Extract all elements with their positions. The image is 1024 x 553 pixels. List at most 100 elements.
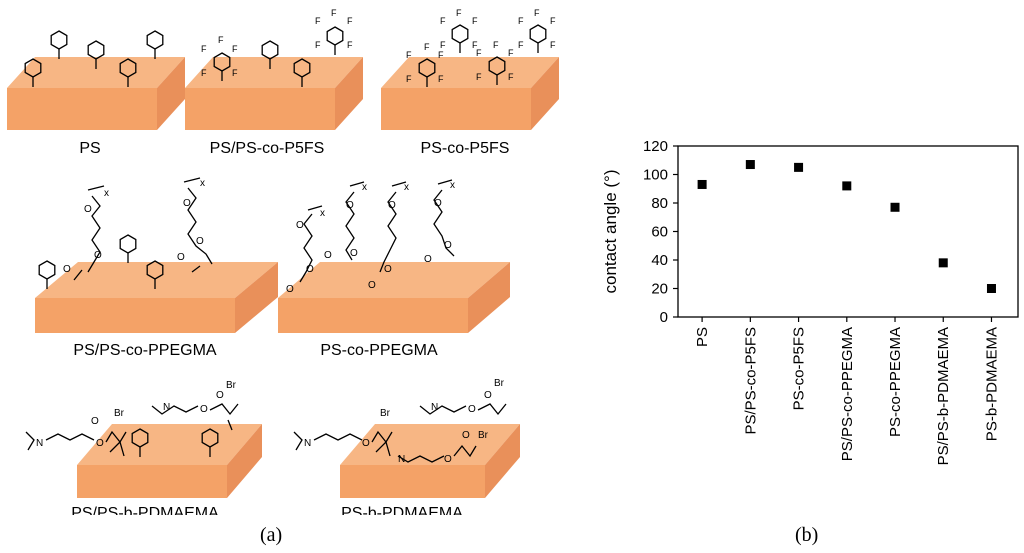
x-tick-label: PS-co-P5FS bbox=[791, 327, 808, 410]
atom-label-o: O bbox=[84, 204, 92, 215]
atom-label-br: Br bbox=[494, 378, 505, 389]
atom-label-o: O bbox=[324, 250, 332, 261]
atom-label-f: F bbox=[472, 16, 478, 26]
peg-chains-ps-co-ppegma bbox=[299, 179, 455, 283]
label-ps-co-p5fs: PS-co-P5FS bbox=[421, 140, 510, 157]
atom-label-n: N bbox=[163, 402, 170, 413]
atom-label-o: O bbox=[444, 240, 452, 251]
dmaema-atoms-ps-b-pdmaema: N O Br N O O Br N O O Br bbox=[304, 378, 505, 465]
atom-label-o: O bbox=[177, 252, 185, 263]
atom-label-x: x bbox=[104, 188, 109, 199]
phenyl-groups-ps bbox=[24, 30, 164, 87]
panel-label-b: (b) bbox=[795, 524, 819, 546]
atom-label-f: F bbox=[232, 44, 238, 54]
atom-label-f: F bbox=[550, 16, 556, 26]
atom-label-br: Br bbox=[380, 408, 391, 419]
atom-label-f: F bbox=[201, 68, 207, 78]
x-tick-label: PS-b-PDMAEMA bbox=[983, 327, 1000, 441]
atom-label-f: F bbox=[347, 16, 353, 26]
atom-label-o: O bbox=[216, 390, 224, 401]
data-point bbox=[842, 181, 852, 191]
atom-label-f: F bbox=[440, 40, 446, 50]
atom-label-n: N bbox=[431, 402, 438, 413]
data-point bbox=[794, 162, 804, 172]
slab-ps-ps-b-pdmaema bbox=[77, 424, 262, 498]
atom-label-o: O bbox=[306, 264, 314, 275]
atom-label-o: O bbox=[350, 248, 358, 259]
atom-label-br: Br bbox=[478, 430, 489, 441]
y-tick-label: 0 bbox=[660, 309, 668, 326]
atom-label-o: O bbox=[362, 438, 370, 449]
y-tick-label: 20 bbox=[651, 281, 668, 298]
atom-label-o: O bbox=[94, 250, 102, 261]
atom-label-x: x bbox=[320, 208, 325, 219]
atom-label-f: F bbox=[518, 16, 524, 26]
atom-label-n: N bbox=[36, 438, 43, 449]
atom-label-o: O bbox=[346, 200, 354, 211]
atom-label-o: O bbox=[368, 280, 376, 291]
label-ps-co-ppegma: PS-co-PPEGMA bbox=[320, 342, 438, 359]
atom-label-f: F bbox=[347, 40, 353, 50]
x-tick-label: PS/PS-co-PPEGMA bbox=[839, 327, 856, 461]
peg-atoms-ps-co-ppegma: O O O x O O O x O O O x O O O x bbox=[286, 180, 455, 295]
atom-label-f: F bbox=[508, 72, 514, 82]
slab-ps-co-p5fs bbox=[381, 57, 559, 130]
slab-ps bbox=[7, 57, 185, 130]
y-tick-label: 60 bbox=[651, 224, 668, 241]
atom-label-o: O bbox=[384, 264, 392, 275]
atom-label-o: O bbox=[296, 220, 304, 231]
atom-label-f: F bbox=[456, 8, 462, 18]
chart-marks bbox=[697, 160, 996, 293]
atom-label-f: F bbox=[440, 16, 446, 26]
atom-label-o: O bbox=[444, 454, 452, 465]
atom-label-o: O bbox=[196, 236, 204, 247]
atom-label-f: F bbox=[472, 40, 478, 50]
atom-label-f: F bbox=[518, 40, 524, 50]
y-tick-label: 40 bbox=[651, 252, 668, 269]
atom-label-f: F bbox=[508, 48, 514, 58]
data-point bbox=[890, 202, 900, 212]
atom-label-o: O bbox=[434, 198, 442, 209]
panel-label-a: (a) bbox=[260, 524, 283, 546]
atom-label-f: F bbox=[476, 48, 482, 58]
atom-label-x: x bbox=[404, 182, 409, 193]
x-tick-label: PS/PS-b-PDMAEMA bbox=[935, 327, 952, 465]
label-ps-ps-co-ppegma: PS/PS-co-PPEGMA bbox=[73, 342, 216, 359]
peg-chains-ps-ps-co-ppegma bbox=[38, 177, 213, 289]
atom-label-x: x bbox=[362, 182, 367, 193]
atom-label-n: N bbox=[304, 438, 311, 449]
atom-label-o: O bbox=[91, 416, 99, 427]
data-point bbox=[697, 179, 707, 189]
y-tick-label: 100 bbox=[643, 167, 668, 184]
slab-ps-b-pdmaema bbox=[340, 424, 520, 498]
dmaema-chains-ps-ps-b-pdmaema bbox=[25, 403, 239, 457]
dmaema-atoms-ps-ps-b-pdmaema: N O O Br N O O Br bbox=[36, 380, 237, 449]
atom-label-f: F bbox=[438, 74, 444, 84]
atom-label-o: O bbox=[96, 438, 104, 449]
atom-label-o: O bbox=[286, 284, 294, 295]
x-tick-label: PS-co-PPEGMA bbox=[887, 327, 904, 437]
atom-label-f: F bbox=[424, 42, 430, 52]
atom-label-o: O bbox=[183, 198, 191, 209]
atom-label-o: O bbox=[484, 390, 492, 401]
atom-label-f: F bbox=[218, 35, 224, 45]
slab-ps-co-ppegma bbox=[278, 262, 510, 333]
atom-label-f: F bbox=[550, 40, 556, 50]
atom-label-o: O bbox=[468, 404, 476, 415]
data-point bbox=[938, 258, 948, 268]
x-tick-label: PS/PS-co-P5FS bbox=[742, 327, 759, 435]
label-ps: PS bbox=[79, 140, 100, 157]
slab-ps-ps-co-ppegma bbox=[35, 262, 278, 333]
atom-label-f: F bbox=[406, 50, 412, 60]
atom-label-o: O bbox=[388, 200, 396, 211]
atom-label-br: Br bbox=[226, 380, 237, 391]
y-axis-label: contact angle (°) bbox=[601, 170, 620, 294]
slab-ps-ps-co-p5fs bbox=[185, 57, 363, 130]
label-ps-b-pdmaema: PS-b-PDMAEMA bbox=[341, 505, 463, 515]
atom-label-f: F bbox=[331, 8, 337, 18]
atom-label-f: F bbox=[232, 68, 238, 78]
y-tick-label: 120 bbox=[643, 138, 668, 155]
